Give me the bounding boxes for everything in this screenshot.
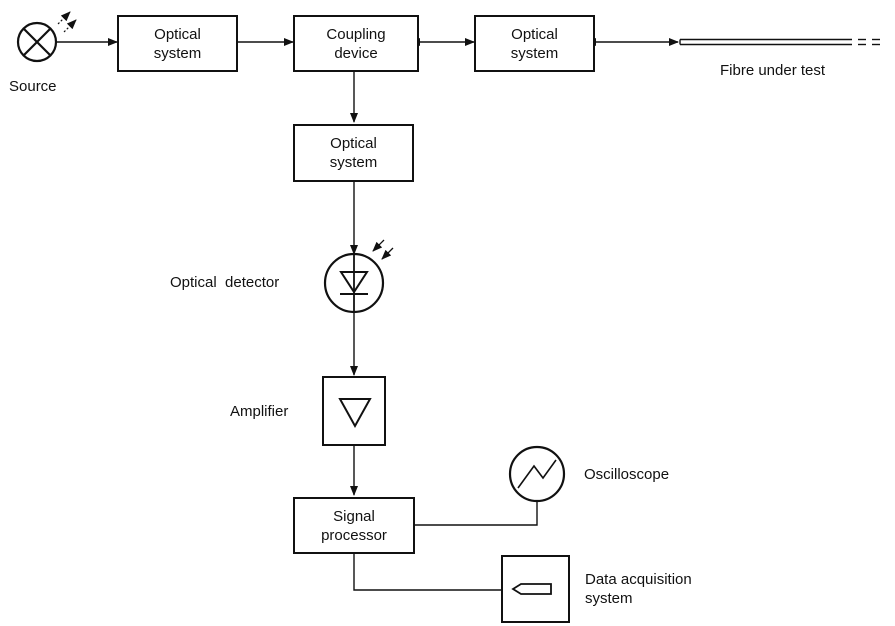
- block-label-line: Optical: [154, 25, 201, 43]
- amplifier-block: [322, 376, 386, 446]
- block-label-line: processor: [321, 526, 387, 544]
- photodiode-icon: [323, 239, 394, 314]
- amplifier-label: Amplifier: [230, 403, 289, 420]
- optical-system-block-1: Optical system: [117, 15, 238, 72]
- data-acquisition-label-line: system: [585, 590, 633, 607]
- recorder-pen-icon: [511, 583, 552, 595]
- block-label-line: system: [153, 44, 202, 62]
- path-processor-to-oscilloscope: [415, 502, 538, 526]
- coupling-device-block: Coupling device: [293, 15, 419, 72]
- block-label-line: Coupling: [326, 25, 386, 43]
- block-label-line: system: [329, 154, 378, 171]
- oscilloscope-label: Oscilloscope: [584, 466, 670, 483]
- block-label-line: Signal: [333, 507, 375, 525]
- signal-processor-block: Signal processor: [293, 497, 415, 554]
- optical-system-block-3: Optical system: [293, 124, 414, 182]
- block-label-line: device: [334, 44, 378, 62]
- fibre-under-test-label: Fibre under test: [720, 62, 826, 79]
- data-acquisition-label-line: Data acquisition: [585, 571, 692, 588]
- block-label-line: Optical: [330, 135, 377, 152]
- optical-detector-label: Optical detector: [170, 274, 280, 291]
- oscilloscope-icon: [508, 445, 566, 503]
- amplifier-triangle-icon: [338, 398, 372, 429]
- optical-system-block-2: Optical system: [474, 15, 595, 72]
- block-label-line: system: [510, 44, 559, 62]
- data-acquisition-block: [501, 555, 570, 623]
- signal-paths: [56, 38, 679, 591]
- source-label: Source: [9, 78, 57, 95]
- path-processor-to-recorder: [353, 554, 501, 591]
- source-lamp-icon: [16, 11, 77, 63]
- fibre-icon: [679, 38, 880, 46]
- data-acquisition-label: Data acquisition system: [585, 570, 692, 608]
- block-label-line: Optical: [511, 25, 558, 43]
